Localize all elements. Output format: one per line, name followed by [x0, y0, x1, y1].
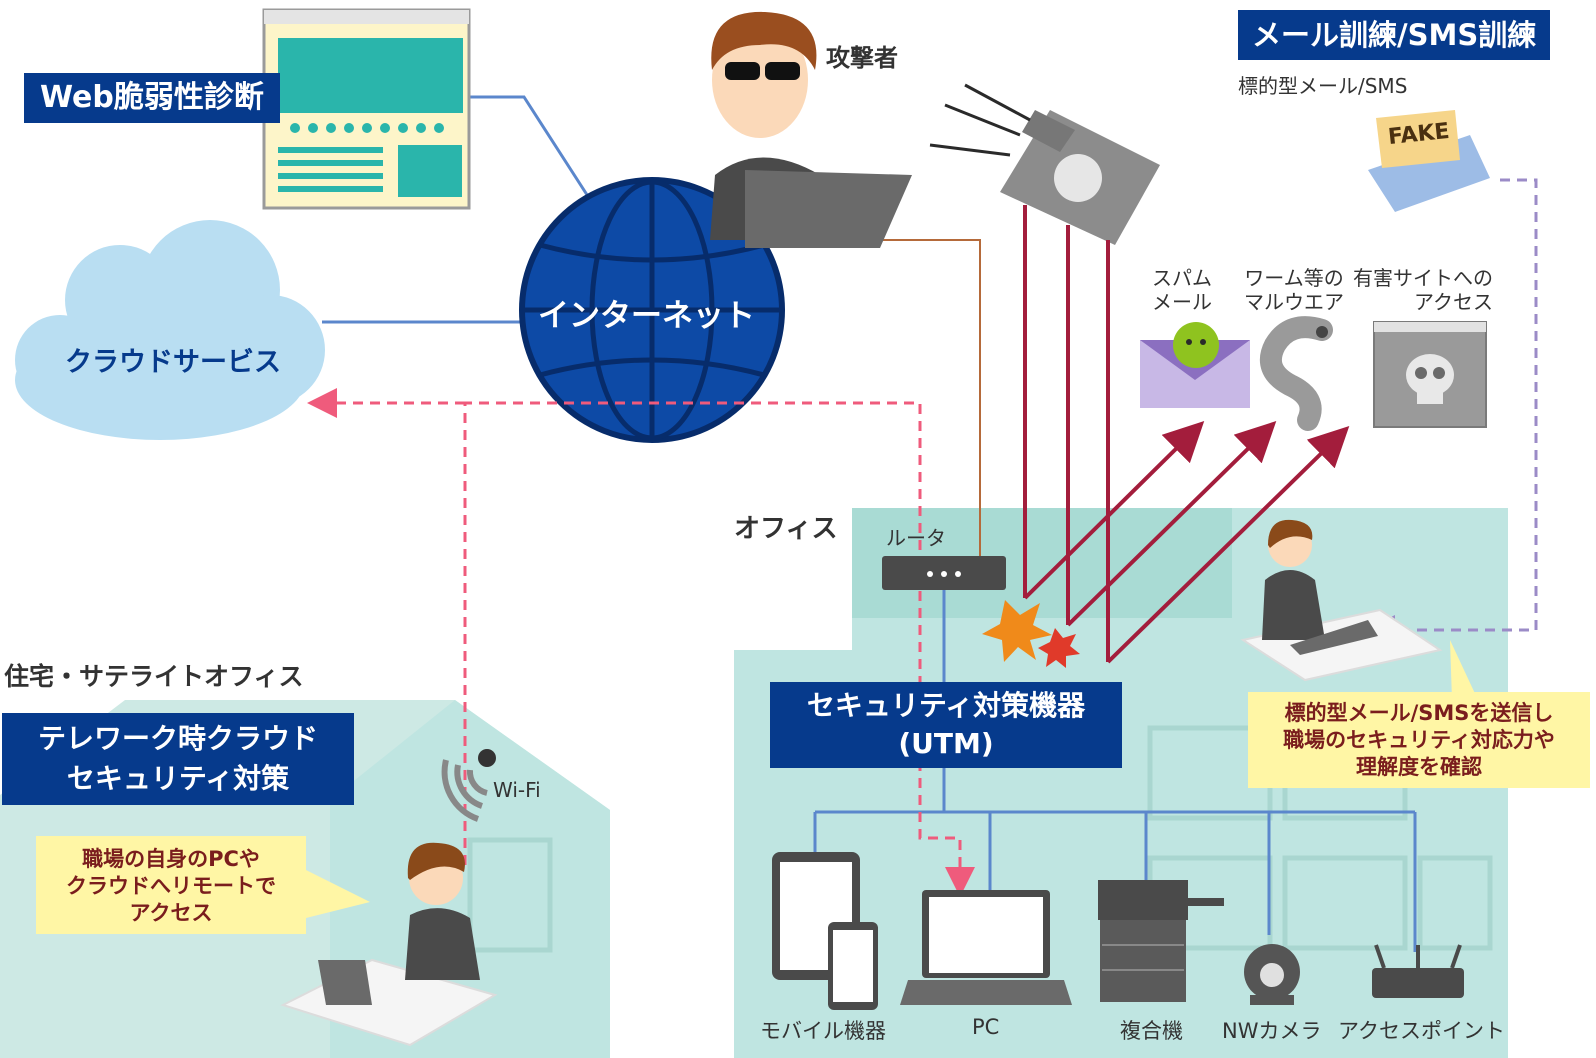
cloud-service-label: クラウドサービス — [65, 347, 281, 378]
internet-label: インターネット — [538, 298, 755, 334]
multifunction-printer-icon — [1098, 880, 1224, 1002]
web-scan-label: Web脆弱性診断 — [24, 73, 280, 123]
spam-mail-icon — [1140, 322, 1250, 408]
malware-label: ワーム等のマルウエア — [1244, 266, 1344, 314]
access-point-icon — [1372, 944, 1464, 998]
web-page-illustration — [262, 8, 471, 210]
harmful-site-label: 有害サイトへのアクセス — [1353, 266, 1493, 314]
router-icon — [882, 556, 1006, 590]
network-lines — [322, 95, 1417, 952]
training-mail-path — [1365, 178, 1538, 645]
callout-pointer-office — [1450, 640, 1478, 700]
network-camera-icon — [1244, 944, 1300, 1005]
remote-access-callout: 職場の自身のPCやクラウドへリモートでアクセス — [36, 836, 306, 934]
office-worker-illustration — [1240, 519, 1443, 682]
router-label: ルータ — [886, 526, 946, 550]
fake-mail-icon — [1368, 110, 1490, 212]
access-point-label: アクセスポイント — [1338, 1019, 1505, 1043]
home-worker-illustration — [280, 842, 498, 1047]
spam-label: スパムメール — [1152, 266, 1212, 314]
cloud-shape — [15, 220, 325, 440]
harmful-site-icon — [1373, 321, 1487, 428]
targeted-mail-label: 標的型メール/SMS — [1238, 74, 1408, 98]
attack-arrows — [1023, 205, 1350, 664]
utm-label: セキュリティ対策機器(UTM) — [770, 682, 1122, 768]
home-office-label: 住宅・サテライトオフィス — [4, 662, 304, 691]
mail-training-label: メール訓練/SMS訓練 — [1238, 10, 1551, 60]
attack-device — [929, 83, 1160, 245]
training-purpose-callout: 標的型メール/SMSを送信し職場のセキュリティ対応力や理解度を確認 — [1248, 692, 1590, 788]
mfp-label: 複合機 — [1120, 1019, 1183, 1043]
wifi-icon — [441, 749, 496, 822]
office-label: オフィス — [734, 514, 838, 544]
wifi-label: Wi-Fi — [493, 778, 541, 802]
laptop-icon — [900, 890, 1072, 1005]
telework-security-label: テレワーク時クラウドセキュリティ対策 — [2, 713, 354, 805]
block-burst-icon — [982, 600, 1080, 668]
smartphone-icon — [828, 922, 878, 1010]
nw-camera-label: NWカメラ — [1222, 1019, 1322, 1043]
callout-pointer-home — [306, 870, 370, 918]
attacker-illustration — [710, 11, 912, 248]
remote-access-path — [307, 388, 975, 897]
attacker-label: 攻撃者 — [826, 44, 898, 72]
pc-label: PC — [972, 1015, 1000, 1039]
mobile-device-label: モバイル機器 — [760, 1019, 886, 1043]
worm-malware-icon — [1260, 316, 1333, 431]
globe-icon — [519, 177, 785, 443]
